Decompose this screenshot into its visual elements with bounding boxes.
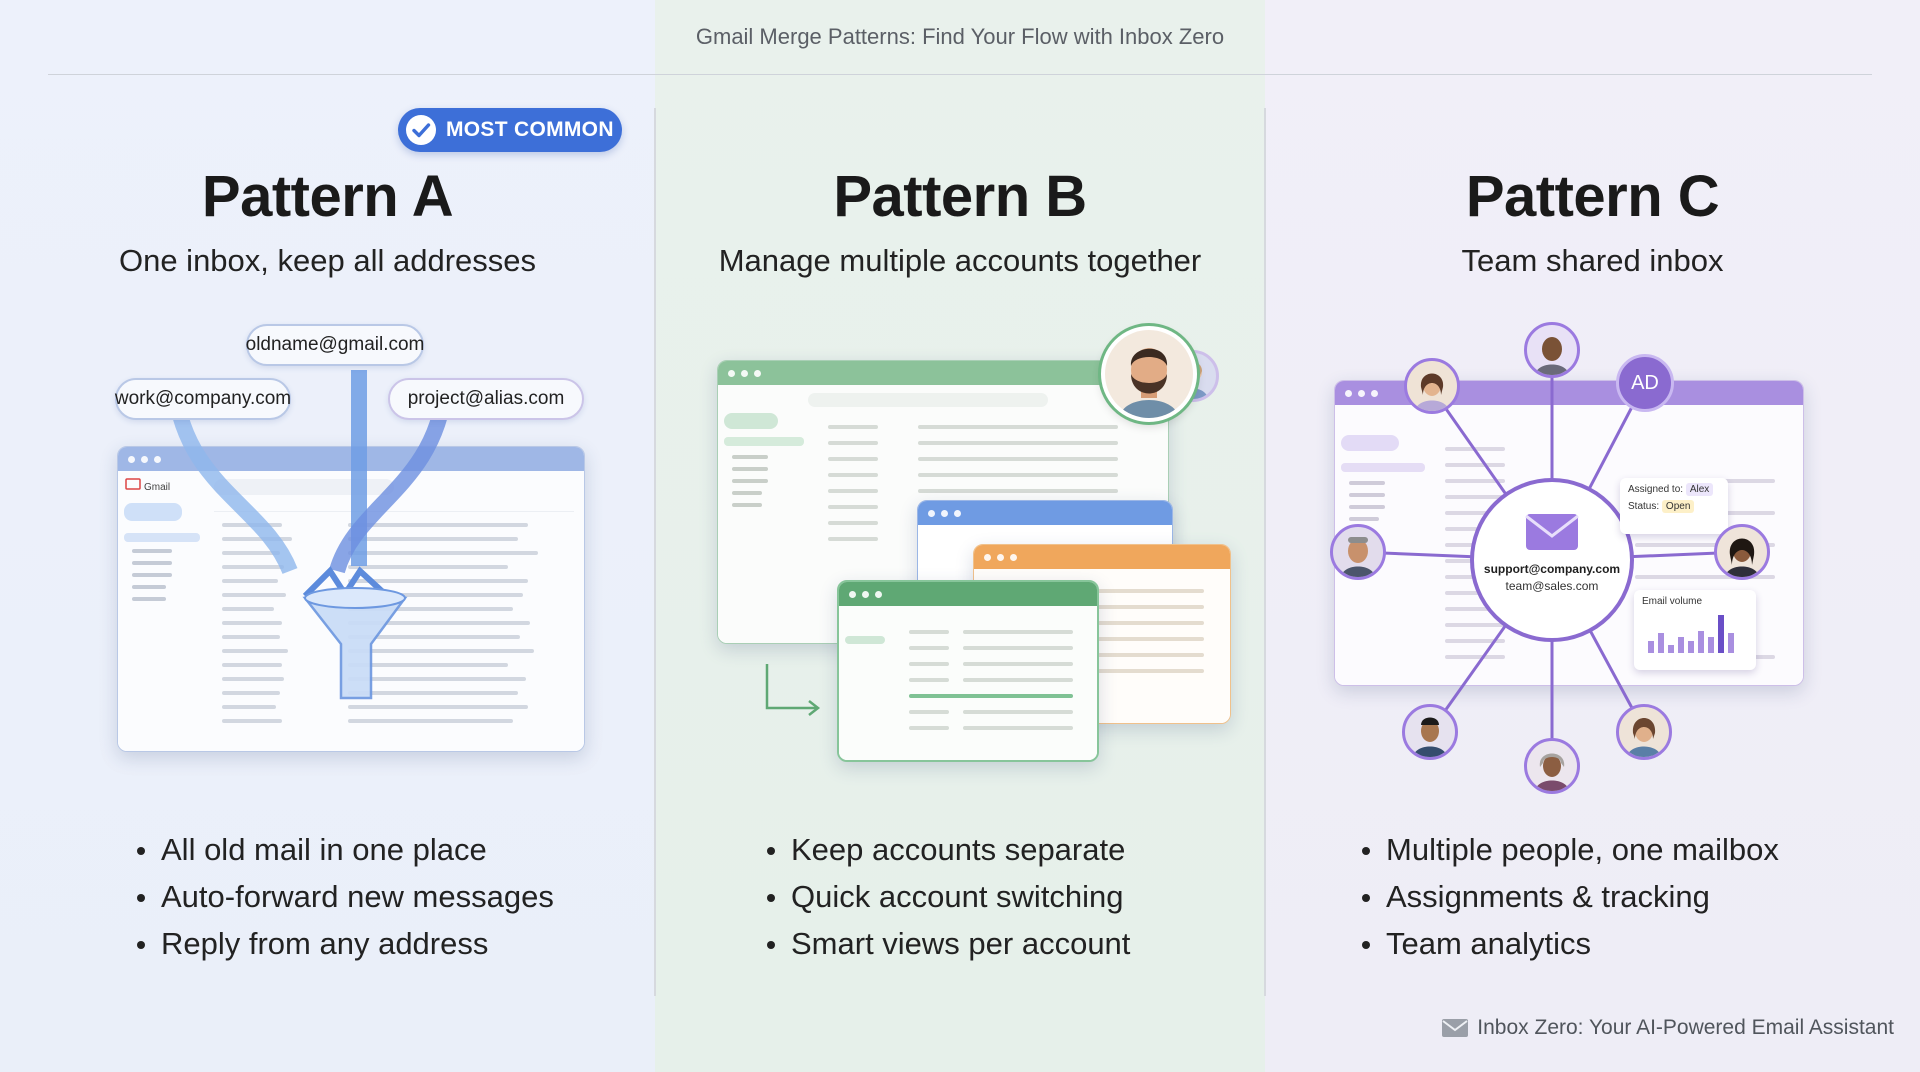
pattern-c-card: Pattern C Team shared inbox: [1265, 0, 1920, 1072]
feature-item: Assignments & tracking: [1360, 873, 1779, 920]
feature-item: All old mail in one place: [135, 826, 554, 873]
feature-list: Keep accounts separate Quick account swi…: [765, 826, 1130, 967]
team-member-avatar: [1404, 358, 1460, 414]
feature-list: All old mail in one place Auto-forward n…: [135, 826, 554, 967]
pattern-b-card: Pattern B Manage multiple accounts toget…: [655, 0, 1265, 1072]
email-volume-card: Email volume: [1634, 590, 1756, 670]
feature-item: Multiple people, one mailbox: [1360, 826, 1779, 873]
team-member-avatar: [1402, 704, 1458, 760]
shared-inbox-illustration: support@company.com team@sales.com Assig…: [1300, 308, 1880, 798]
address-pill: work@company.com: [115, 378, 291, 420]
gmail-window: [837, 580, 1099, 762]
assigned-label: Assigned to:: [1628, 484, 1684, 495]
volume-bar-chart: [1648, 615, 1734, 653]
mail-icon: [1442, 1019, 1469, 1037]
assignment-card: Assigned to: Alex Status: Open: [1620, 478, 1728, 534]
svg-text:Gmail: Gmail: [144, 482, 170, 493]
pattern-a-card: MOST COMMON Pattern A One inbox, keep al…: [0, 0, 655, 1072]
shared-mailbox-address: support@company.com: [1483, 562, 1621, 576]
footer-text: Inbox Zero: Your AI-Powered Email Assist…: [1477, 1016, 1894, 1039]
feature-item: Keep accounts separate: [765, 826, 1130, 873]
address-pill: oldname@gmail.com: [246, 324, 424, 366]
switch-arrow-icon: [765, 664, 821, 716]
merge-funnel-graphic: [167, 370, 453, 700]
mail-hub-icon: [1525, 514, 1579, 550]
pattern-subtitle: Team shared inbox: [1461, 243, 1724, 278]
chart-label: Email volume: [1642, 596, 1703, 607]
team-member-avatar: [1524, 738, 1580, 794]
feature-item: Team analytics: [1360, 920, 1779, 967]
gmail-inbox-mock: [839, 606, 1097, 760]
team-member-avatar: [1616, 704, 1672, 760]
merge-illustration: Gmail: [115, 324, 585, 766]
feature-list: Multiple people, one mailbox Assignments…: [1360, 826, 1779, 967]
pattern-subtitle: One inbox, keep all addresses: [118, 243, 537, 278]
account-avatar: [1101, 326, 1197, 422]
window-titlebar: [918, 501, 1172, 525]
status-value: Open: [1661, 500, 1695, 513]
column-divider: [654, 108, 656, 996]
check-icon: [406, 115, 436, 145]
footer: Inbox Zero: Your AI-Powered Email Assist…: [1441, 1016, 1894, 1040]
page-title: Gmail Merge Patterns: Find Your Flow wit…: [695, 24, 1225, 49]
team-network-graphic: [1357, 350, 1743, 766]
status-label: Status:: [1628, 501, 1660, 512]
pattern-title: Pattern A: [201, 164, 454, 229]
window-titlebar: [839, 582, 1097, 606]
pattern-title: Pattern C: [1465, 164, 1720, 229]
multi-account-illustration: [717, 326, 1231, 766]
assignee-name: Alex: [1685, 483, 1714, 496]
address-pill: project@alias.com: [388, 378, 584, 420]
window-titlebar: [974, 545, 1230, 569]
pattern-subtitle: Manage multiple accounts together: [718, 243, 1202, 278]
badge-label: MOST COMMON: [446, 118, 614, 141]
header-divider: [48, 74, 1872, 75]
feature-item: Smart views per account: [765, 920, 1130, 967]
most-common-badge: MOST COMMON: [398, 108, 622, 152]
feature-item: Reply from any address: [135, 920, 554, 967]
feature-item: Auto-forward new messages: [135, 873, 554, 920]
feature-item: Quick account switching: [765, 873, 1130, 920]
team-member-avatar: [1330, 524, 1386, 580]
team-member-avatar: AD: [1616, 354, 1674, 412]
pattern-title: Pattern B: [833, 164, 1087, 229]
team-member-avatar: [1714, 524, 1770, 580]
window-titlebar: [718, 361, 1168, 385]
team-member-avatar: [1524, 322, 1580, 378]
shared-mailbox-alias: team@sales.com: [1505, 579, 1599, 593]
column-divider: [1264, 108, 1266, 996]
